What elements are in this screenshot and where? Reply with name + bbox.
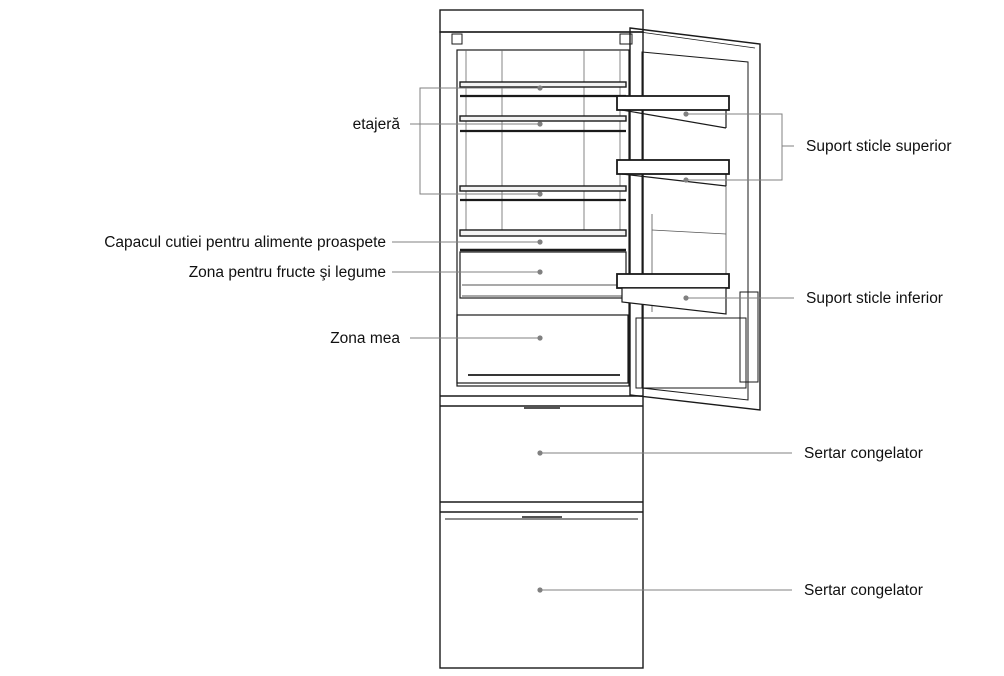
fresh-box-lid xyxy=(459,229,627,252)
my-zone-drawer xyxy=(456,314,629,384)
label-my-zone: Zona mea xyxy=(330,330,400,347)
label-fruit-veg-zone: Zona pentru fructe şi legume xyxy=(189,264,386,281)
label-freezer-drawer-1: Sertar congelator xyxy=(804,445,923,462)
refrigerator-drawing xyxy=(439,9,761,669)
freezer-drawer-2-outline xyxy=(440,511,643,520)
label-upper-bottle-holder: Suport sticle superior xyxy=(806,138,952,155)
door-lower-panel xyxy=(635,317,747,389)
leader-dots xyxy=(537,85,689,593)
leader-lines xyxy=(392,87,794,591)
shelf-3 xyxy=(459,185,627,202)
shelf-1 xyxy=(459,81,627,98)
shelf-2 xyxy=(459,115,627,133)
fridge-top-cap xyxy=(439,9,644,33)
label-freezer-drawer-2: Sertar congelator xyxy=(804,582,923,599)
label-fresh-box-lid: Capacul cutiei pentru alimente proaspete xyxy=(104,234,386,251)
hinge-left xyxy=(451,33,463,45)
fridge-body xyxy=(439,31,644,669)
fridge-cavity xyxy=(456,49,630,387)
door-bin-lower xyxy=(616,273,730,315)
label-lower-bottle-holder: Suport sticle inferior xyxy=(806,290,943,307)
door-bin-upper-2 xyxy=(616,159,730,187)
freezer-drawer-1-outline xyxy=(440,407,643,503)
door-handle xyxy=(739,291,759,383)
hinge-right xyxy=(619,33,633,45)
label-shelf: etajeră xyxy=(353,116,401,133)
door-bin-upper-1 xyxy=(616,95,730,129)
fridge-door xyxy=(629,27,761,411)
fruit-veg-drawer xyxy=(459,251,627,299)
